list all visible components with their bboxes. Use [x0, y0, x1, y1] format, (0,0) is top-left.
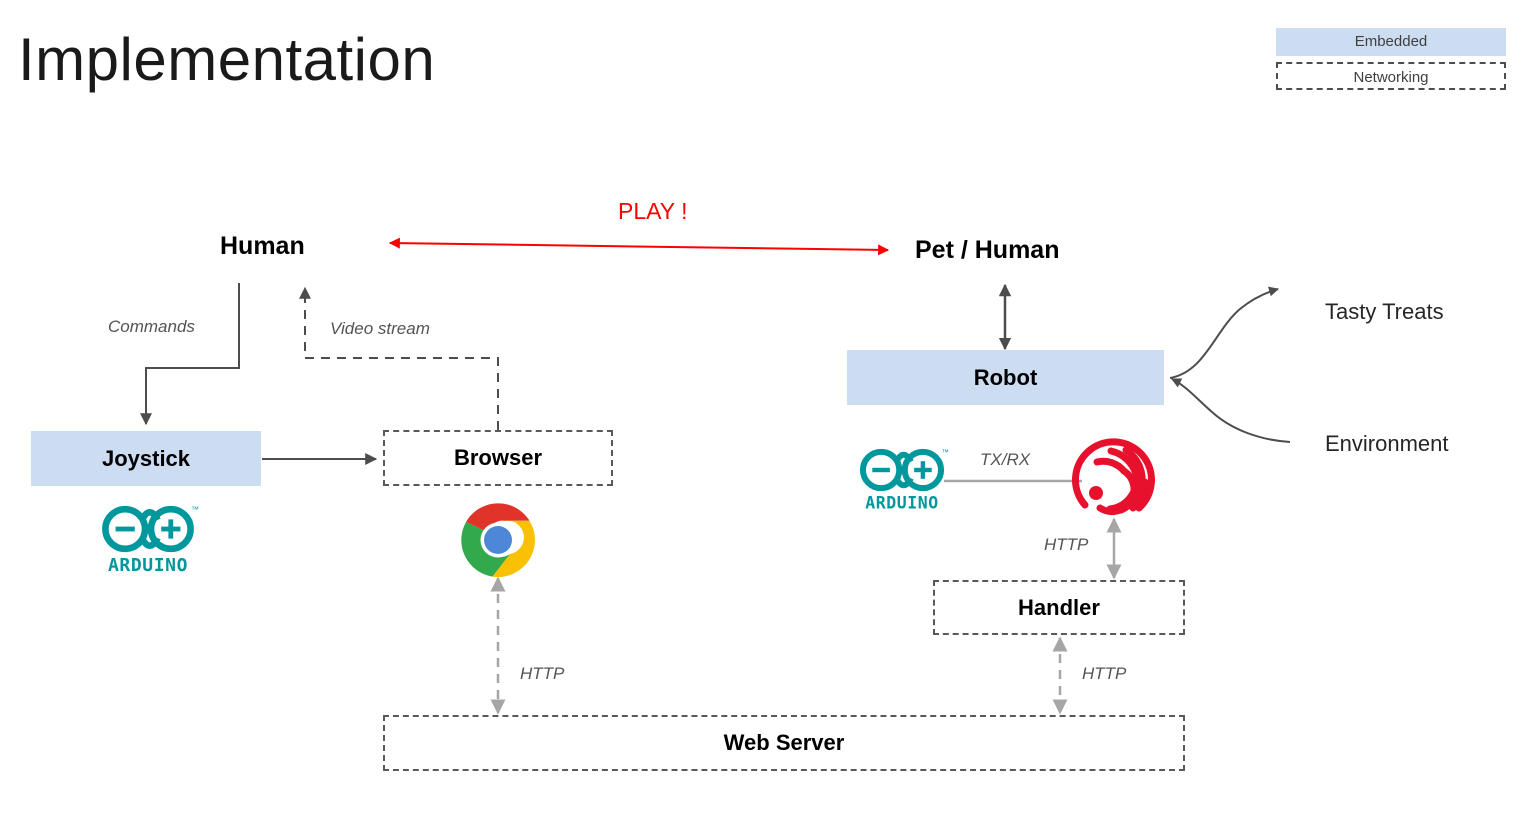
play-arrow	[388, 237, 890, 256]
edge-human-to-joystick	[140, 283, 240, 426]
edge-environment-to-robot	[1171, 378, 1291, 443]
legend-item-networking: Networking	[1276, 62, 1506, 90]
esp8266-logo	[1072, 438, 1155, 516]
chrome-logo	[461, 503, 535, 578]
page-title: Implementation	[18, 26, 436, 93]
legend-item-embedded: Embedded	[1276, 28, 1506, 56]
label-commands: Commands	[108, 317, 195, 336]
edge-browser-to-human	[299, 286, 499, 430]
label-txrx: TX/RX	[980, 450, 1031, 469]
label-play: PLAY !	[618, 198, 688, 224]
label-human: Human	[220, 232, 305, 260]
node-handler[interactable]: Handler	[933, 580, 1185, 635]
label-pet-human: Pet / Human	[915, 236, 1060, 264]
arduino-logo: ARDUINO ™	[859, 449, 949, 513]
svg-text:ARDUINO: ARDUINO	[108, 555, 188, 576]
node-web-server[interactable]: Web Server	[383, 715, 1185, 771]
label-http-esp: HTTP	[1044, 535, 1089, 554]
node-joystick[interactable]: Joystick	[31, 431, 261, 486]
label-http-handler: HTTP	[1082, 664, 1127, 683]
svg-text:™: ™	[191, 505, 199, 514]
label-http-browser: HTTP	[520, 664, 565, 683]
label-environment: Environment	[1325, 431, 1449, 456]
arduino-logo: ARDUINO ™	[102, 505, 199, 576]
legend: Embedded Networking	[1276, 28, 1506, 90]
edge-robot-to-tasty-treats	[1169, 286, 1279, 379]
svg-text:ARDUINO: ARDUINO	[865, 494, 938, 513]
label-video-stream: Video stream	[330, 319, 430, 338]
svg-text:™: ™	[942, 449, 949, 457]
node-robot[interactable]: Robot	[847, 350, 1164, 405]
node-browser[interactable]: Browser	[383, 430, 613, 486]
label-tasty-treats: Tasty Treats	[1325, 299, 1444, 324]
